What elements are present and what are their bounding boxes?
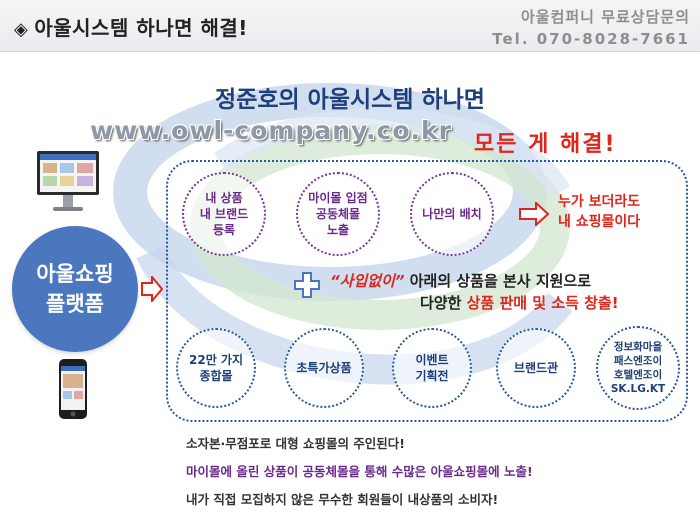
features-frame (166, 160, 688, 422)
feature-bubble-layout: 나만의 배치 (410, 172, 494, 256)
support-line1-text: 아래의 상품을 본사 지원으로 (404, 272, 592, 290)
notice-line2: 내 쇼핑몰이다 (558, 214, 641, 230)
support-line1: “사입없이” 아래의 상품을 본사 지원으로 (330, 270, 591, 291)
bubble-text-line: 나만의 배치 (422, 207, 482, 221)
contact-label: 아울컴퍼니 무료상담문의 (520, 8, 690, 26)
support-line2: 다양한 상품 판매 및 소득 창출! (420, 292, 619, 313)
smartphone-icon (59, 359, 87, 419)
shopping-platform-badge: 아울쇼핑 플랫폼 (12, 226, 138, 352)
product-bubble-brand-hall: 브랜드관 (496, 328, 576, 408)
notice-line1: 누가 보더라도 (558, 194, 641, 210)
bubble-text-line: 초특가상품 (296, 361, 352, 375)
product-bubble-general-mall: 22만 가지 종합몰 (176, 328, 256, 408)
bubble-text-line: 22만 가지 (189, 353, 243, 367)
support-line2-highlight: 상품 판매 및 소득 창출! (466, 294, 619, 312)
page-title: ◈아울시스템 하나면 해결! (14, 12, 248, 41)
product-bubble-partners: 정보화마을 패스엔조이 호텔엔조이 SK.LG.KT (596, 326, 680, 410)
arrow-right-icon (141, 276, 163, 302)
benefit-line-2: 마이몰에 올린 상품이 공동체몰을 통해 수많은 아울쇼핑몰에 노출! (186, 464, 533, 479)
arrow-right-icon (519, 202, 549, 226)
bubble-text-line: 내 상품 (205, 191, 243, 205)
ownership-notice: 누가 보더라도 내 쇼핑몰이다 (558, 192, 640, 232)
support-highlight: “사입없이” (330, 272, 405, 290)
diamond-icon: ◈ (14, 19, 29, 40)
bubble-text-line: 내 브랜드 (199, 207, 249, 221)
benefit-line-1: 소자본·무점포로 대형 쇼핑몰의 주인된다! (186, 436, 406, 451)
bubble-text-line: 브랜드관 (513, 361, 559, 375)
bubble-text-line: 종합몰 (199, 369, 233, 383)
contact-info: 아울컴퍼니 무료상담문의 Tel. 070-8028-7661 (492, 6, 690, 48)
bubble-text-line: 정보화마을 (613, 341, 663, 353)
slogan: 모든 게 해결! (474, 132, 617, 157)
benefit-line-3: 내가 직접 모집하지 않은 무수한 회원들이 내상품의 소비자! (186, 492, 499, 507)
headline: 정준호의 아울시스템 하나면 (215, 87, 485, 113)
page-title-text: 아울시스템 하나면 해결! (34, 16, 248, 40)
feature-bubble-register: 내 상품 내 브랜드 등록 (182, 172, 266, 256)
website-url: www.owl-company.co.kr (90, 116, 452, 145)
plus-icon (294, 272, 320, 298)
bubble-text-line: 공동체몰 (315, 207, 361, 221)
support-line2-prefix: 다양한 (420, 294, 467, 312)
bubble-text-line: SK.LG.KT (610, 383, 666, 395)
phone-number: Tel. 070-8028-7661 (492, 30, 690, 48)
bubble-text-line: 노출 (326, 223, 350, 237)
header-bar: ◈아울시스템 하나면 해결! 아울컴퍼니 무료상담문의 Tel. 070-802… (0, 0, 700, 52)
product-bubble-special-price: 초특가상품 (284, 328, 364, 408)
platform-label-line2: 플랫폼 (46, 292, 104, 316)
desktop-monitor-icon (37, 151, 99, 211)
bubble-text-line: 기획전 (415, 369, 449, 383)
feature-bubble-mall-exposure: 마이몰 입점 공동체몰 노출 (296, 172, 380, 256)
bubble-text-line: 마이몰 입점 (308, 191, 368, 205)
bubble-text-line: 패스엔조이 (613, 355, 663, 367)
bubble-text-line: 등록 (212, 223, 236, 237)
product-bubble-event: 이벤트 기획전 (392, 328, 472, 408)
bubble-text-line: 호텔엔조이 (613, 369, 663, 381)
bubble-text-line: 이벤트 (415, 353, 449, 367)
platform-label-line1: 아울쇼핑 (36, 262, 114, 286)
